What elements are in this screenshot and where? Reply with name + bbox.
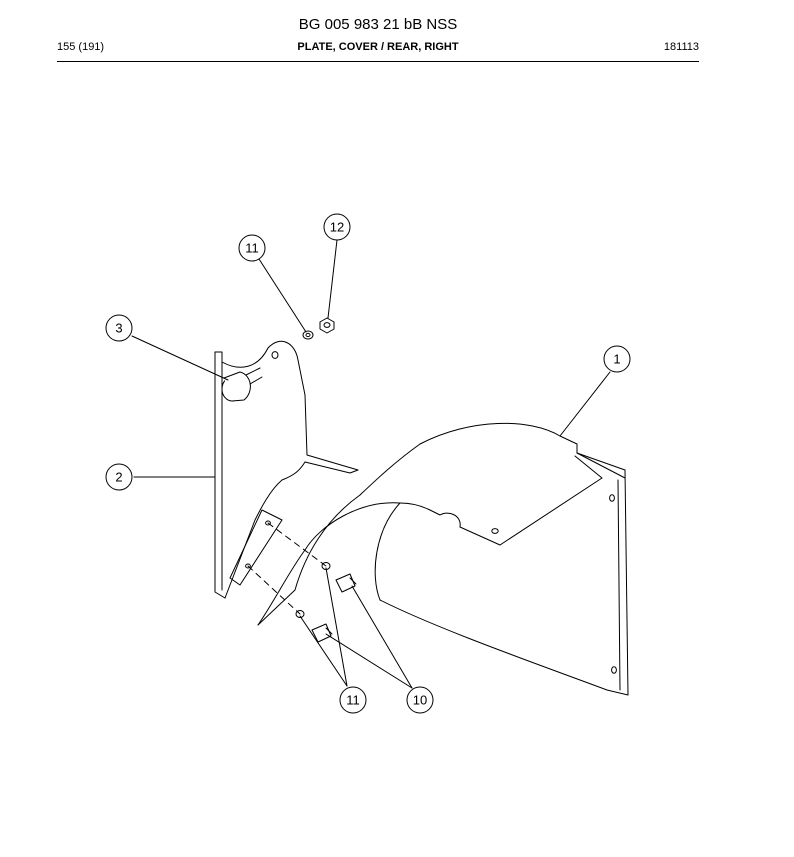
cover-plate-part — [257, 422, 629, 696]
callout-circle-2 — [105, 463, 133, 491]
callout-label-11-top: 11 — [245, 241, 259, 256]
header-rule — [57, 61, 699, 62]
callout-circle-11-bottom — [339, 686, 367, 714]
callout-label-10: 10 — [413, 693, 427, 708]
callout-label-12: 12 — [330, 220, 344, 235]
callout-circle-11-top — [238, 234, 266, 262]
document-code: 181113 — [663, 41, 699, 53]
callout-circle-1 — [603, 345, 631, 373]
knob-part — [221, 367, 263, 402]
nut-part — [319, 317, 335, 334]
washer-top-part — [302, 330, 314, 340]
callout-circle-12 — [323, 213, 351, 241]
part-name: PLATE, COVER / REAR, RIGHT — [297, 41, 459, 53]
callout-label-11-bottom: 11 — [346, 693, 360, 708]
bolt-upper-part — [321, 562, 357, 593]
assembly-lines — [247, 522, 327, 615]
document-title: BG 005 983 21 bB NSS — [298, 16, 458, 33]
callout-circle-10 — [406, 686, 434, 714]
callout-label-2: 2 — [115, 470, 122, 485]
side-bracket-part — [214, 340, 359, 599]
leader-lines — [131, 239, 611, 689]
callout-label-1: 1 — [613, 352, 620, 367]
callout-label-3: 3 — [115, 321, 122, 336]
page-number: 155 (191) — [57, 41, 105, 53]
callout-circle-3 — [105, 314, 133, 342]
